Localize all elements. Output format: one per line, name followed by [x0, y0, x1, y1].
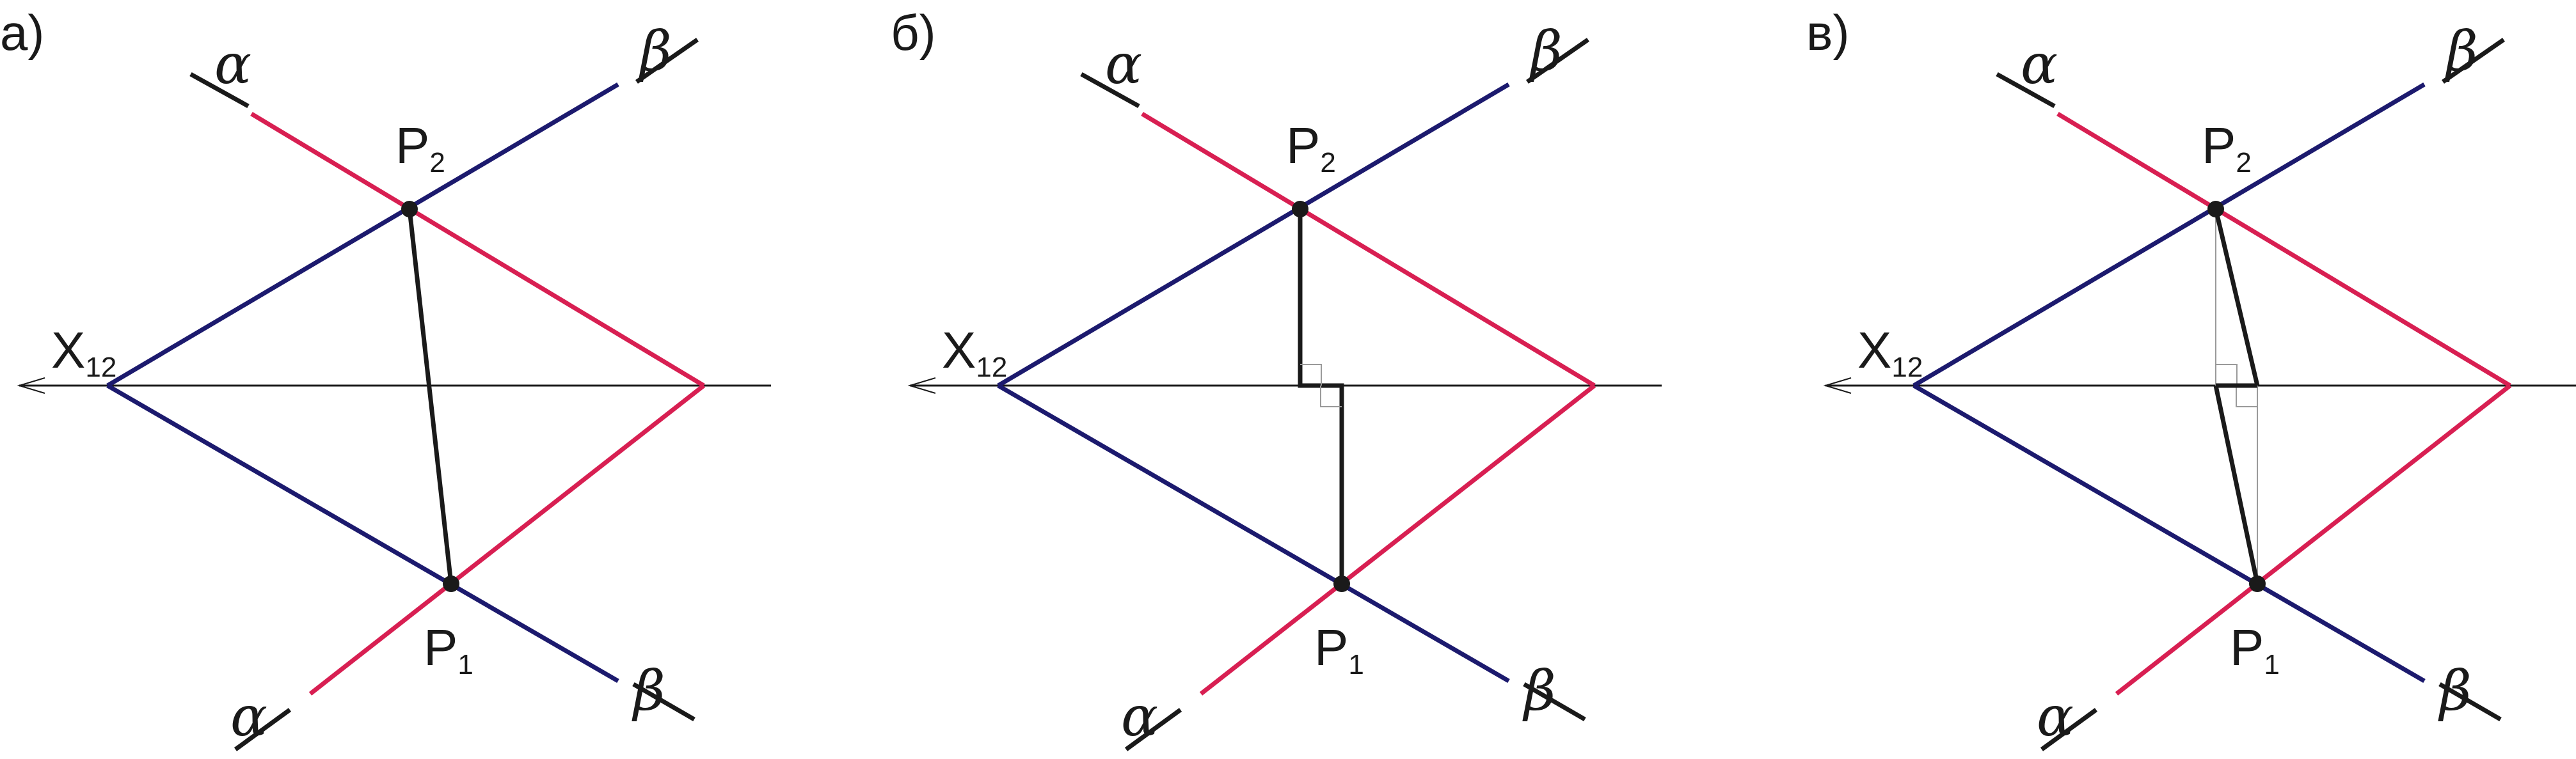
p2-label: P2: [395, 117, 445, 178]
axis-label: X12: [942, 322, 1007, 383]
alpha-upper-trace: [250, 112, 705, 387]
broken-segment-upper: [2213, 208, 2260, 386]
point-p2: [2207, 201, 2224, 217]
beta-lower-trace: [1912, 383, 2426, 684]
panel-label: б): [891, 4, 936, 61]
beta-top-tick: [635, 38, 699, 84]
axis-arrow-icon: [1823, 377, 1852, 394]
right-angle-mark-upper: [1300, 364, 1322, 386]
p2-label: P2: [1286, 117, 1336, 178]
right-angle-mark-lower: [1320, 386, 1342, 407]
broken-segment-lower: [2213, 385, 2260, 584]
alpha-top-label: α: [214, 33, 251, 97]
p1-label: P1: [424, 619, 473, 680]
p2-label: P2: [2202, 117, 2252, 178]
alpha-bottom-tick: [2040, 708, 2098, 751]
beta-bottom-tick: [1523, 682, 1586, 722]
alpha-upper-trace: [2056, 112, 2511, 387]
point-p1: [1333, 575, 1350, 592]
point-p1: [2249, 575, 2266, 592]
alpha-bottom-tick: [234, 708, 292, 751]
p2-p1-segment: [407, 208, 454, 584]
p1-label: P1: [2230, 619, 2280, 680]
right-angle-mark-lower: [2236, 386, 2257, 407]
beta-bottom-label: β: [1522, 659, 1556, 723]
beta-bottom-label: β: [2438, 659, 2472, 723]
alpha-top-tick: [1080, 72, 1140, 109]
beta-lower-trace: [106, 383, 619, 684]
alpha-lower-trace: [2115, 384, 2512, 696]
beta-bottom-tick: [632, 682, 696, 722]
beta-top-label: β: [1529, 20, 1562, 84]
alpha-bottom-label: α: [230, 685, 267, 749]
beta-upper-trace: [106, 82, 619, 388]
alpha-top-tick: [1996, 72, 2056, 109]
right-angle-mark-upper: [2216, 364, 2238, 386]
beta-top-label: β: [2444, 20, 2478, 84]
axis-label: X12: [1857, 322, 1923, 383]
beta-top-label: β: [638, 20, 672, 84]
panel-label: в): [1806, 4, 1849, 61]
alpha-lower-trace: [308, 384, 706, 696]
alpha-top-label: α: [1105, 33, 1142, 97]
panel-label: а): [0, 4, 44, 61]
p1-label: P1: [1314, 619, 1364, 680]
point-p2: [1292, 201, 1308, 217]
alpha-top-label: α: [2021, 33, 2058, 97]
alpha-bottom-tick: [1124, 708, 1182, 751]
axis-arrow-icon: [17, 377, 45, 394]
panel-b: б) X12 α β α β P2 P1: [891, 4, 1662, 751]
beta-upper-trace: [1912, 82, 2426, 388]
alpha-lower-trace: [1199, 384, 1596, 696]
beta-top-tick: [1526, 38, 1589, 84]
axis-label: X12: [51, 322, 116, 383]
panel-c: в) X12 α β α β P2 P1: [1806, 4, 2576, 751]
beta-bottom-label: β: [632, 659, 665, 723]
panel-a: а) X12 α β α β P2 P1: [0, 4, 771, 751]
alpha-upper-trace: [1141, 112, 1596, 387]
point-p1: [443, 575, 459, 592]
beta-upper-trace: [997, 82, 1510, 388]
beta-lower-trace: [997, 383, 1510, 684]
alpha-top-tick: [189, 72, 250, 109]
beta-bottom-tick: [2438, 682, 2502, 722]
axis-arrow-icon: [907, 377, 936, 394]
beta-top-tick: [2442, 38, 2505, 84]
alpha-bottom-label: α: [2037, 685, 2074, 749]
alpha-bottom-label: α: [1121, 685, 1158, 749]
point-p2: [401, 201, 418, 217]
